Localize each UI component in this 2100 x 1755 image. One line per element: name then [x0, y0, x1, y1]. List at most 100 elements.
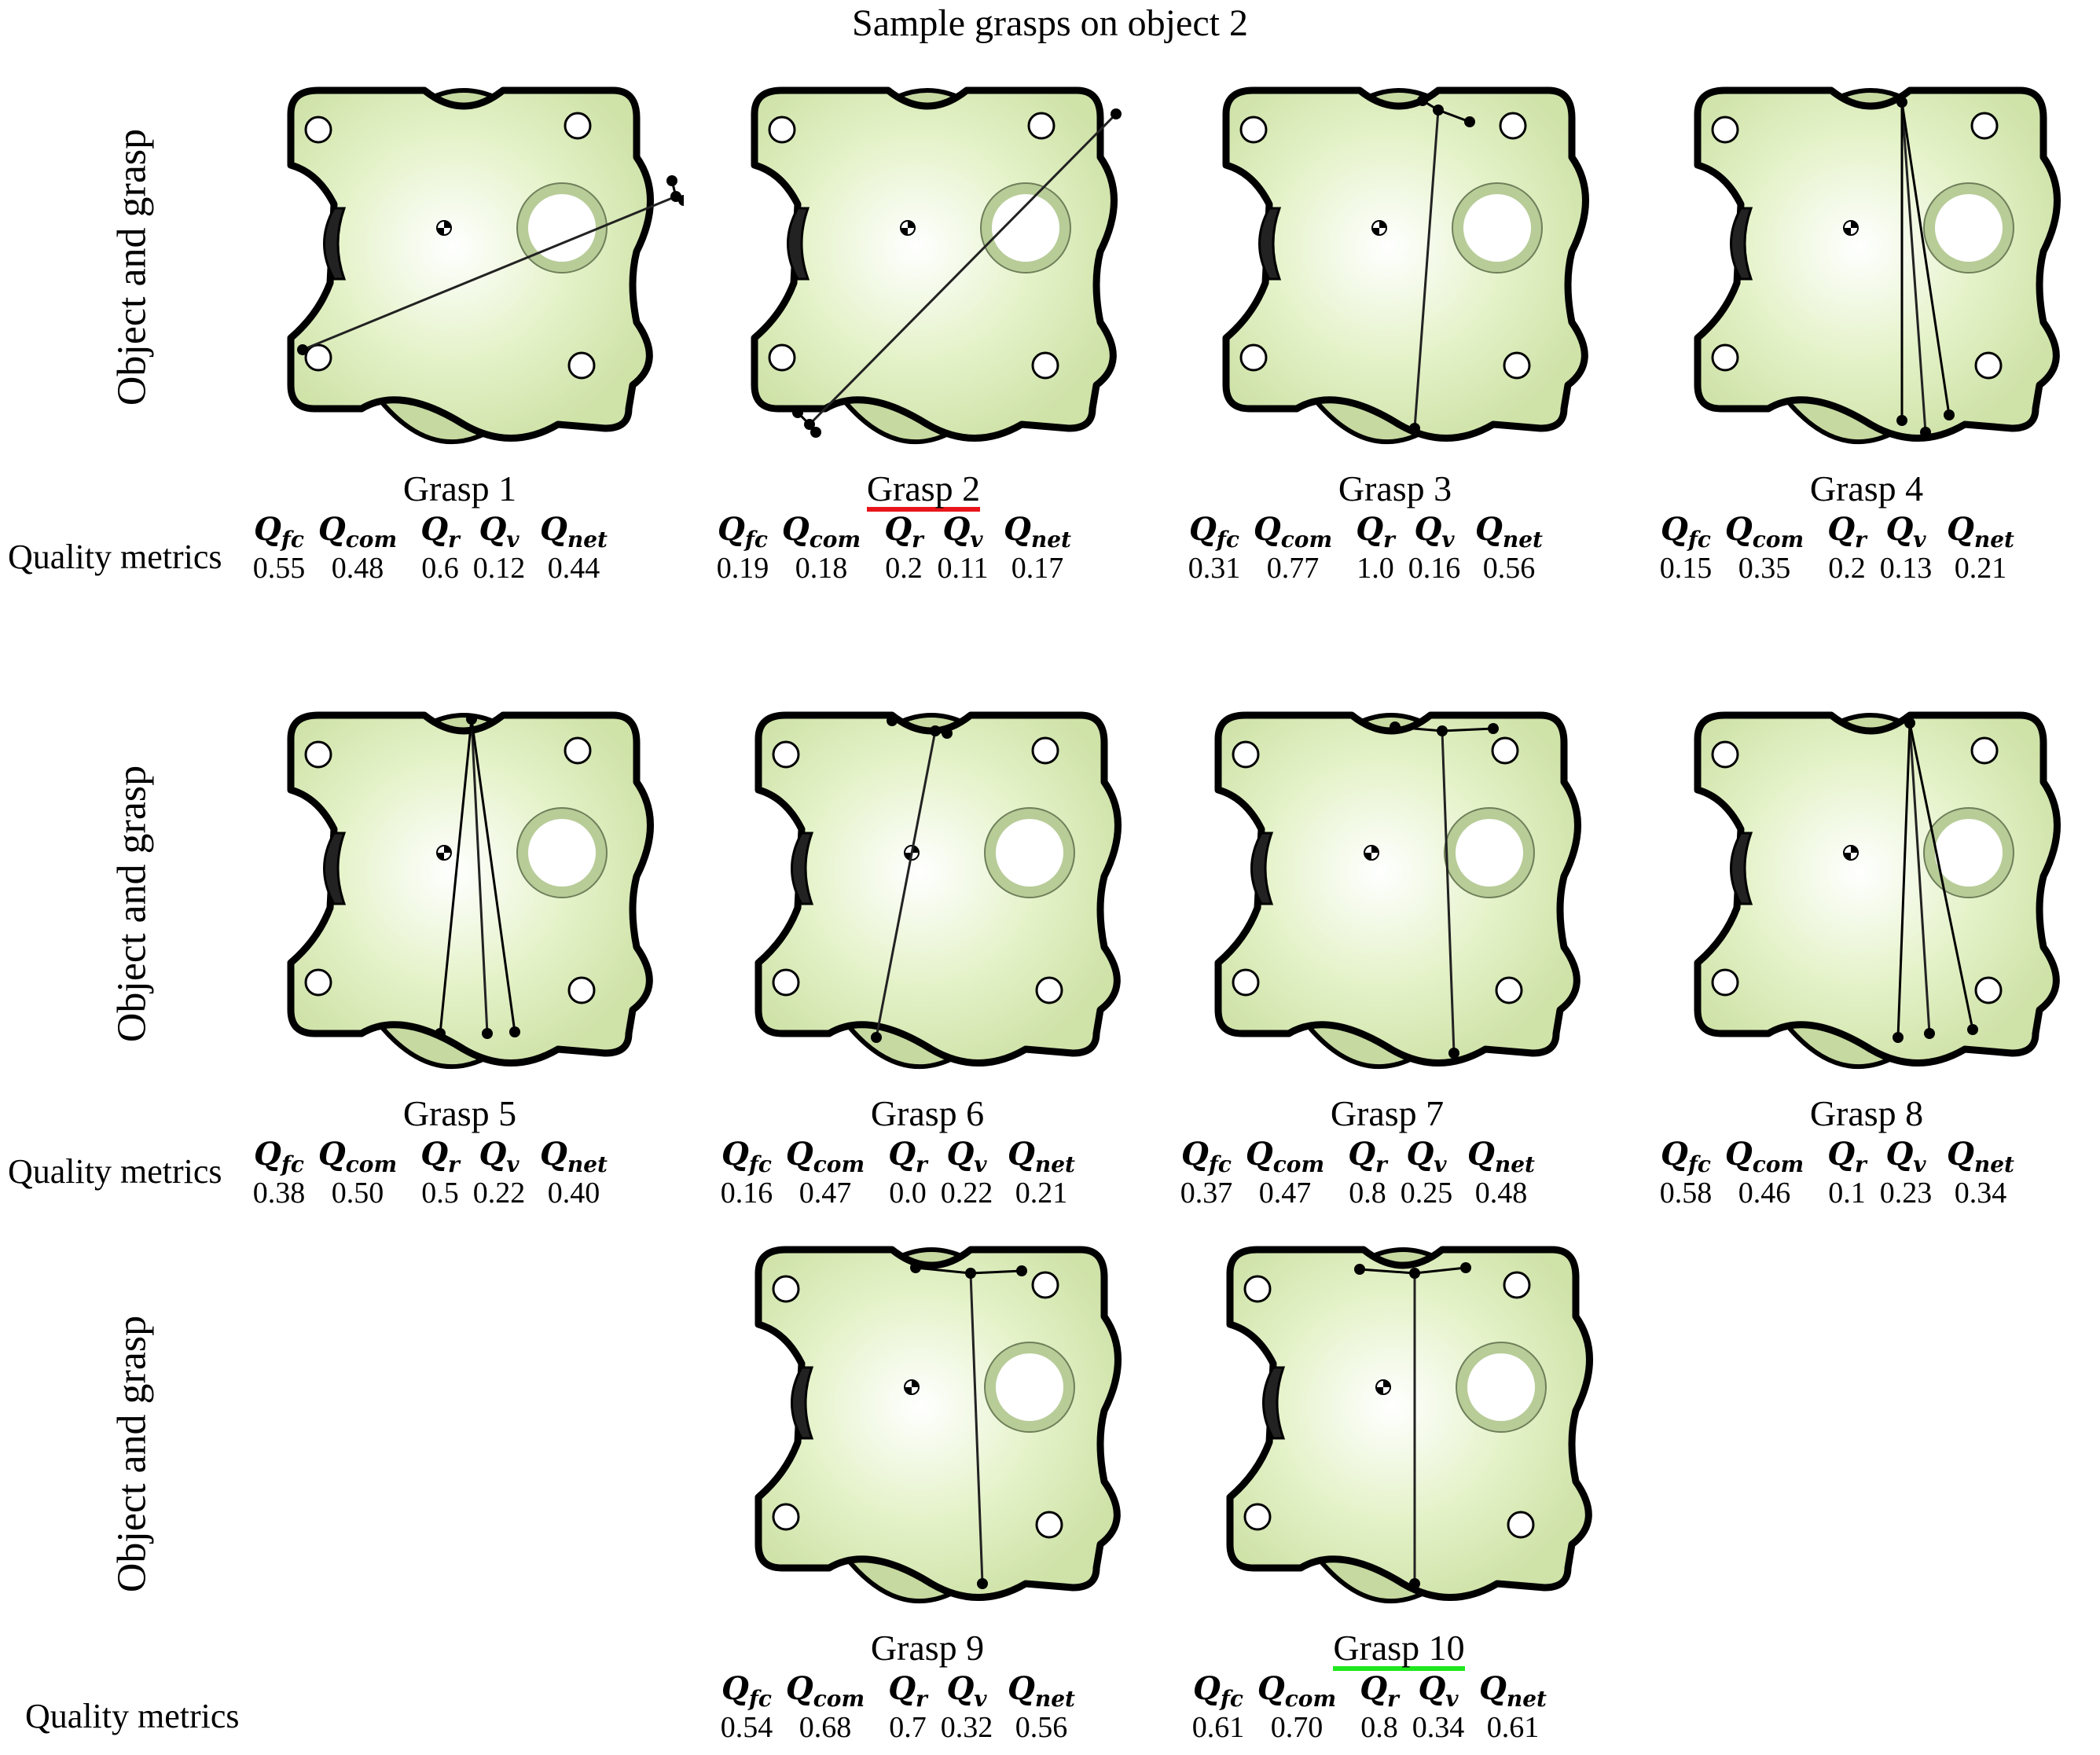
bolt-hole — [1970, 736, 1999, 765]
bolt-hole — [772, 1275, 800, 1303]
contact-point — [1488, 723, 1499, 734]
metric-value: 0.47 — [799, 1177, 852, 1210]
metric-value: 0.61 — [1486, 1711, 1540, 1744]
object-body — [1694, 711, 2061, 1067]
contact-point — [666, 175, 677, 186]
row-label-1: Object and grasp — [109, 128, 155, 406]
grasp-title-text: Grasp 10 — [1333, 1630, 1465, 1671]
object-render-8 — [1694, 711, 2061, 1069]
contact-point — [1354, 1264, 1365, 1275]
metric-name: Qfc — [254, 1136, 304, 1177]
metric-value: 0.68 — [799, 1711, 852, 1744]
metric-name: Qcom — [318, 1136, 398, 1177]
contact-point — [977, 1578, 988, 1589]
metric-value: 0.40 — [547, 1177, 600, 1210]
contact-point — [965, 1268, 976, 1279]
metric-value: 0.50 — [331, 1177, 384, 1210]
metric-value: 0.47 — [1258, 1177, 1312, 1210]
grasp-title-text: Grasp 8 — [1809, 1093, 1924, 1133]
metric-name: Qv — [946, 1670, 987, 1712]
center-bore-edge — [516, 807, 608, 898]
contact-point — [930, 725, 941, 736]
bolt-hole — [1974, 351, 2003, 380]
center-of-mass-icon — [900, 220, 916, 236]
metric-name: Qv — [1406, 1136, 1447, 1177]
contact-point — [1437, 725, 1448, 736]
grasp-title: Grasp 5 — [244, 1092, 676, 1134]
metric-name: Qfc — [1189, 511, 1239, 553]
grasp-title-text: Grasp 7 — [1330, 1093, 1445, 1133]
object-render-4 — [1694, 86, 2061, 444]
bolt-hole — [768, 343, 796, 372]
contact-point — [509, 1026, 520, 1037]
grasp-title-text: Grasp 3 — [1338, 468, 1452, 509]
object-slot — [1730, 832, 1753, 905]
center-bore — [1456, 1342, 1546, 1432]
object-body — [1222, 86, 1589, 442]
metric-name: Qv — [946, 1136, 987, 1177]
metric-name: Qnet — [1008, 1670, 1075, 1712]
object-slot — [323, 832, 347, 905]
bolt-hole — [1503, 351, 1531, 380]
bolt-hole — [1239, 116, 1268, 144]
bolt-hole — [1711, 968, 1739, 997]
contact-point — [804, 419, 815, 430]
contact-point — [1896, 97, 1907, 108]
metric-name: Qv — [1414, 511, 1455, 553]
bolt-hole — [567, 351, 596, 380]
center-bore-edge — [516, 182, 608, 274]
metric-value: 0.56 — [1015, 1711, 1068, 1744]
contact-point — [1390, 721, 1401, 732]
center-of-mass-icon — [1364, 845, 1379, 861]
object-render-5 — [287, 711, 654, 1069]
object-body — [1226, 1246, 1593, 1601]
contact-point — [1409, 1268, 1420, 1279]
metric-value: 0.22 — [472, 1177, 526, 1210]
contact-point — [887, 715, 898, 726]
contact-point — [1904, 718, 1915, 729]
metric-value: 0.2 — [885, 552, 923, 585]
metric-name: Qr — [1827, 511, 1867, 553]
metric-value: 0.6 — [421, 552, 459, 585]
object-render-10 — [1226, 1246, 1593, 1603]
center-bore-edge — [984, 807, 1075, 898]
contact-point — [1920, 427, 1931, 438]
metric-name: Qfc — [254, 511, 304, 553]
bolt-hole — [1027, 112, 1056, 140]
metric-name: Qnet — [540, 1136, 608, 1177]
metric-name: Qcom — [1257, 1670, 1337, 1712]
bolt-hole — [1507, 1511, 1535, 1539]
contact-point — [482, 1028, 493, 1039]
metric-value: 0.2 — [1828, 552, 1866, 585]
center-of-mass-icon — [1843, 845, 1859, 861]
grasp-axis-line — [1441, 730, 1456, 1054]
bolt-hole — [1243, 1275, 1272, 1303]
center-bore-edge — [1444, 807, 1535, 898]
center-bore — [1445, 808, 1534, 898]
bolt-hole — [564, 112, 592, 140]
metric-value: 0.21 — [1015, 1177, 1068, 1210]
center-bore — [981, 183, 1070, 273]
metric-name: Qr — [420, 511, 460, 553]
metric-name: Qv — [942, 511, 983, 553]
metric-name: Qr — [888, 1136, 927, 1177]
bolt-hole — [304, 740, 332, 769]
bolt-hole — [1035, 1511, 1063, 1539]
metric-name: Qfc — [721, 1136, 772, 1177]
grasp-title: Grasp 4 — [1650, 468, 2083, 509]
object-slot — [791, 832, 814, 905]
